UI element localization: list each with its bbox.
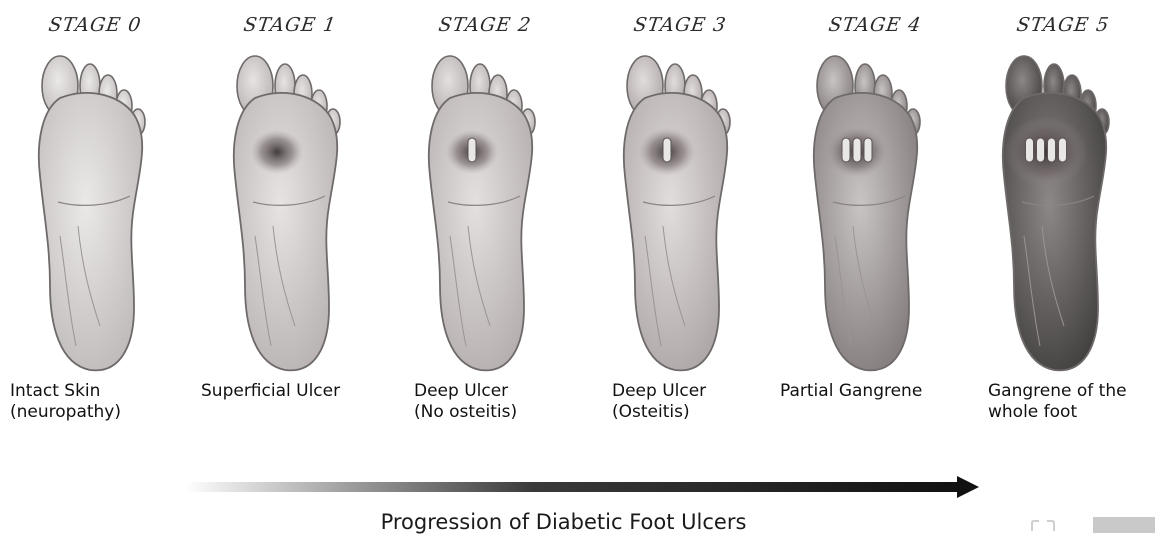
stage-2-caption: Deep Ulcer (No osteitis): [414, 381, 517, 423]
stage-4-label: STAGE 4: [778, 14, 971, 36]
expand-icon[interactable]: [1030, 519, 1056, 539]
exposed-bone: [842, 138, 850, 162]
exposed-bone: [468, 138, 476, 162]
stage-4-foot-illustration: [795, 46, 935, 376]
watermark-logo: [1093, 517, 1155, 533]
stage-0-caption: Intact Skin (neuropathy): [10, 381, 121, 423]
stage-1-foot-illustration: [215, 46, 355, 376]
stage-3-label: STAGE 3: [583, 14, 776, 36]
exposed-bone: [1048, 138, 1056, 162]
ulcer-lesion: [1004, 116, 1088, 187]
stage-3: STAGE 3 Deep Ulcer (Osteitis): [585, 0, 775, 440]
progression-arrow-head: [957, 476, 979, 498]
stage-1: STAGE 1 Superficial Ulcer: [195, 0, 385, 440]
stage-5-foot-illustration: [984, 46, 1124, 376]
stage-3-foot-illustration: [605, 46, 745, 376]
ulcer-lesion: [251, 130, 303, 174]
diagram-title: Progression of Diabetic Foot Ulcers: [0, 510, 1127, 534]
stage-1-caption: Superficial Ulcer: [201, 381, 340, 402]
stage-5: STAGE 5 Gangrene of the whole foot: [968, 0, 1158, 440]
exposed-bone: [1026, 138, 1034, 162]
progression-arrow: [185, 476, 980, 498]
stage-2-label: STAGE 2: [388, 14, 581, 36]
exposed-bone: [1059, 138, 1067, 162]
stage-3-caption: Deep Ulcer (Osteitis): [612, 381, 706, 423]
exposed-bone: [853, 138, 861, 162]
exposed-bone: [1037, 138, 1045, 162]
stage-0-label: STAGE 0: [0, 14, 192, 36]
progression-arrow-shaft: [185, 482, 959, 492]
exposed-bone: [864, 138, 872, 162]
stage-0: STAGE 0 Intact Skin (neuropathy): [0, 0, 190, 440]
sole: [39, 93, 142, 371]
stage-4-caption: Partial Gangrene: [780, 381, 922, 402]
stage-2-foot-illustration: [410, 46, 550, 376]
stage-5-label: STAGE 5: [966, 14, 1159, 36]
stage-2: STAGE 2 Deep Ulcer (No osteitis): [390, 0, 580, 440]
stage-1-label: STAGE 1: [193, 14, 386, 36]
stage-0-foot-illustration: [20, 46, 160, 376]
stage-4: STAGE 4 Partial Gangrene: [780, 0, 970, 440]
stage-5-caption: Gangrene of the whole foot: [988, 381, 1127, 423]
exposed-bone: [663, 138, 671, 162]
